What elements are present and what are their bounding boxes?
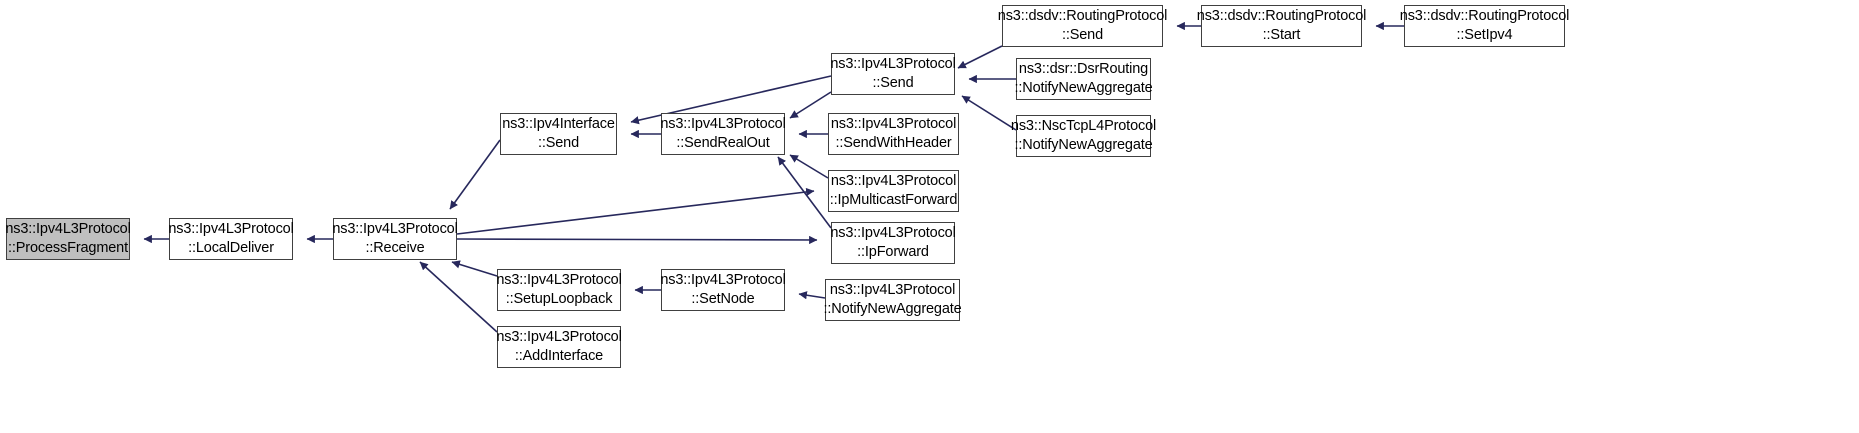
graph-node-ip-multicast-forward[interactable]: ns3::Ipv4L3Protocol::IpMulticastForward xyxy=(828,170,959,212)
edge-ip-multicast-forward-to-send-real-out xyxy=(789,154,829,179)
graph-node-receive[interactable]: ns3::Ipv4L3Protocol::Receive xyxy=(332,218,458,260)
node-label-line1: ns3::Ipv4Interface xyxy=(502,115,615,132)
node-label-line1: ns3::dsdv::RoutingProtocol xyxy=(997,7,1168,24)
node-label-line2: ::SendRealOut xyxy=(676,135,770,151)
node-label-line2: ::SetupLoopback xyxy=(505,291,613,307)
graph-node-send-with-header[interactable]: ns3::Ipv4L3Protocol::SendWithHeader xyxy=(828,113,959,155)
edge-send-real-out-to-ipv4l3-send xyxy=(789,91,832,119)
graph-edges xyxy=(143,21,1404,333)
graph-node-ipv4l3-send[interactable]: ns3::Ipv4L3Protocol::Send xyxy=(830,53,956,95)
graph-node-add-interface[interactable]: ns3::Ipv4L3Protocol::AddInterface xyxy=(496,326,622,368)
node-label-line1: ns3::Ipv4L3Protocol xyxy=(660,115,786,132)
node-label-line1: ns3::Ipv4L3Protocol xyxy=(496,328,622,345)
node-label-line2: ::SendWithHeader xyxy=(835,135,952,151)
node-label-line1: ns3::Ipv4L3Protocol xyxy=(660,271,786,288)
graph-node-nsc-notify-new-aggregate[interactable]: ns3::NscTcpL4Protocol::NotifyNewAggregat… xyxy=(1011,115,1156,157)
node-label-line1: ns3::dsdv::RoutingProtocol xyxy=(1196,7,1367,24)
node-label-line2: ::LocalDeliver xyxy=(188,240,274,256)
node-label-line2: ::SetNode xyxy=(691,291,755,307)
node-label-line2: ::AddInterface xyxy=(514,348,604,364)
node-label-line1: ns3::Ipv4L3Protocol xyxy=(332,220,458,237)
graph-node-send-real-out[interactable]: ns3::Ipv4L3Protocol::SendRealOut xyxy=(660,113,786,155)
node-label-line2: ::Send xyxy=(1061,27,1104,43)
graph-node-dsdv-start[interactable]: ns3::dsdv::RoutingProtocol::Start xyxy=(1197,5,1366,47)
edge-setup-loopback-to-receive xyxy=(451,260,498,277)
node-label-line1: ns3::Ipv4L3Protocol xyxy=(829,281,956,298)
node-label-line2: ::Send xyxy=(537,135,580,151)
edge-notify-new-aggregate-ipv4-to-set-node xyxy=(798,291,826,300)
edge-receive-to-ip-multicast-forward xyxy=(456,187,815,235)
node-label-line2: ::SetIpv4 xyxy=(1456,27,1513,43)
graph-node-dsr-notify-new-aggregate[interactable]: ns3::dsr::DsrRouting::NotifyNewAggregate xyxy=(1014,58,1153,100)
node-label-line1: ns3::dsr::DsrRouting xyxy=(1018,60,1149,77)
graph-node-setup-loopback[interactable]: ns3::Ipv4L3Protocol::SetupLoopback xyxy=(496,269,622,311)
edge-ipv4interface-send-to-receive xyxy=(449,139,501,210)
graph-node-process-fragment[interactable]: ns3::Ipv4L3Protocol::ProcessFragment xyxy=(5,218,131,260)
edge-receive-to-ip-forward xyxy=(456,235,818,245)
node-label-line1: ns3::Ipv4L3Protocol xyxy=(830,55,956,72)
node-label-line2: ::Send xyxy=(872,75,914,91)
graph-node-ip-forward[interactable]: ns3::Ipv4L3Protocol::IpForward xyxy=(830,222,956,264)
node-label-line2: ::NotifyNewAggregate xyxy=(1014,137,1153,153)
node-label-line2: ::IpMulticastForward xyxy=(829,192,958,208)
graph-node-dsdv-setipv4[interactable]: ns3::dsdv::RoutingProtocol::SetIpv4 xyxy=(1400,5,1569,47)
edge-dsdv-send-to-ipv4l3-send xyxy=(957,45,1003,69)
node-label-line1: ns3::Ipv4L3Protocol xyxy=(830,172,957,189)
node-label-line2: ::NotifyNewAggregate xyxy=(823,301,962,317)
node-label-line1: ns3::dsdv::RoutingProtocol xyxy=(1399,7,1570,24)
node-label-line2: ::IpForward xyxy=(857,244,929,260)
edge-nsc-notify-new-aggregate-to-ipv4l3-send xyxy=(961,95,1017,131)
node-label-line1: ns3::Ipv4L3Protocol xyxy=(496,271,622,288)
node-label-line1: ns3::NscTcpL4Protocol xyxy=(1010,117,1157,134)
graph-node-notify-new-aggregate-ipv4[interactable]: ns3::Ipv4L3Protocol::NotifyNewAggregate xyxy=(823,279,962,321)
graph-node-set-node[interactable]: ns3::Ipv4L3Protocol::SetNode xyxy=(660,269,786,311)
node-label-line1: ns3::Ipv4L3Protocol xyxy=(168,220,294,237)
node-label-line1: ns3::Ipv4L3Protocol xyxy=(830,115,957,132)
node-label-line2: ::NotifyNewAggregate xyxy=(1014,80,1153,96)
graph-node-local-deliver[interactable]: ns3::Ipv4L3Protocol::LocalDeliver xyxy=(168,218,294,260)
edge-add-interface-to-receive xyxy=(419,261,498,333)
node-label-line1: ns3::Ipv4L3Protocol xyxy=(5,220,131,237)
graph-node-dsdv-send[interactable]: ns3::dsdv::RoutingProtocol::Send xyxy=(998,5,1167,47)
graph-node-ipv4interface-send[interactable]: ns3::Ipv4Interface::Send xyxy=(500,113,617,155)
node-label-line2: ::Receive xyxy=(365,240,425,256)
node-label-line1: ns3::Ipv4L3Protocol xyxy=(830,224,956,241)
node-label-line2: ::ProcessFragment xyxy=(8,240,128,256)
node-label-line2: ::Start xyxy=(1262,27,1301,43)
